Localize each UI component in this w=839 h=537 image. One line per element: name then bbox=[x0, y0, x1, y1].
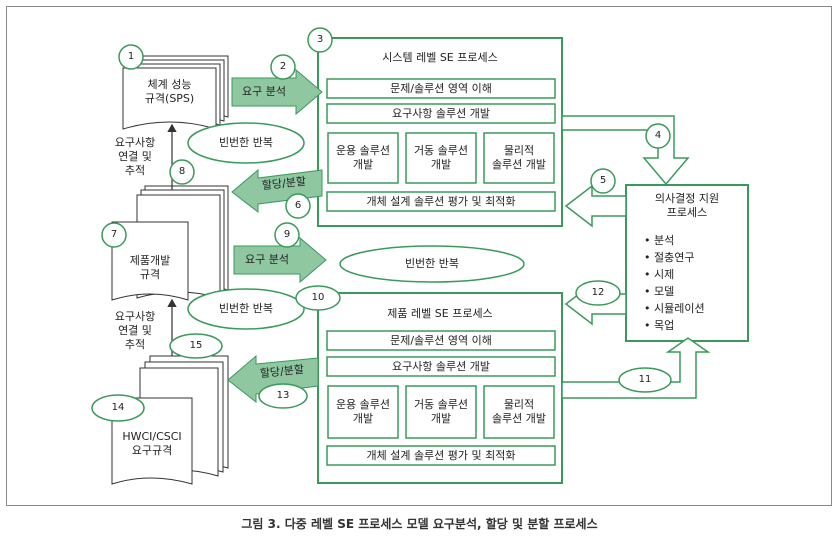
num-oval-12 bbox=[575, 280, 621, 306]
figure-frame bbox=[6, 6, 832, 506]
product-row2-box bbox=[326, 356, 556, 377]
label-num-9: 9 bbox=[283, 229, 291, 240]
trace-text-2: 요구사항 연결 및 추적 bbox=[114, 310, 156, 351]
product-row1: 문제/솔루션 영역 이해 bbox=[390, 334, 492, 347]
num-circle-4 bbox=[645, 123, 671, 149]
iter-label-3: 빈번한 반복 bbox=[218, 302, 274, 315]
iter-ellipse-2 bbox=[339, 245, 525, 283]
sps-document bbox=[122, 55, 229, 130]
product-bottom-box bbox=[326, 445, 556, 466]
flow-arrow-11 bbox=[561, 337, 711, 399]
system-cell-behavior: 거동 솔루션 개발 bbox=[413, 144, 469, 171]
product-cell2-box bbox=[405, 385, 477, 439]
system-row2-box bbox=[326, 103, 556, 124]
num-circle-9 bbox=[274, 222, 300, 248]
num-circle-1 bbox=[118, 44, 144, 70]
label-num-14: 14 bbox=[111, 402, 125, 413]
system-cell-physical: 물리적 솔루션 개발 bbox=[491, 144, 547, 171]
alloc-arrow-2 bbox=[227, 354, 319, 404]
sps-doc-text: 체계 성능 규격(SPS) bbox=[144, 78, 195, 105]
iter-label-1: 빈번한 반복 bbox=[218, 136, 274, 149]
system-cell3-box bbox=[483, 132, 555, 184]
num-oval-10 bbox=[295, 285, 341, 311]
product-cell-ops: 운용 솔루션 개발 bbox=[335, 398, 391, 425]
label-num-10: 10 bbox=[311, 292, 325, 303]
iter-ellipse-1 bbox=[187, 122, 305, 164]
decision-item-analysis: • 분석 bbox=[644, 234, 675, 247]
req-analysis-arrow-1 bbox=[231, 68, 323, 116]
system-row1-box bbox=[326, 78, 556, 99]
label-num-6: 6 bbox=[294, 200, 302, 211]
num-circle-8 bbox=[169, 159, 195, 185]
num-oval-15 bbox=[169, 333, 223, 359]
iter-label-2: 빈번한 반복 bbox=[404, 257, 460, 270]
system-bottom: 개체 설계 솔루션 평가 및 최적화 bbox=[366, 195, 516, 208]
decision-title: 의사결정 지원 프로세스 bbox=[654, 192, 720, 219]
label-num-1: 1 bbox=[127, 51, 135, 62]
trace-text-1: 요구사항 연결 및 추적 bbox=[114, 136, 156, 177]
num-circle-6 bbox=[285, 193, 311, 219]
num-circle-5 bbox=[590, 168, 616, 194]
system-cell2-box bbox=[405, 132, 477, 184]
num-circle-2 bbox=[270, 54, 296, 80]
product-bottom: 개체 설계 솔루션 평가 및 최적화 bbox=[366, 449, 516, 462]
system-row1: 문제/솔루션 영역 이해 bbox=[390, 82, 492, 95]
system-bottom-box bbox=[326, 191, 556, 212]
decision-box bbox=[625, 184, 749, 342]
product-row2: 요구사항 솔루션 개발 bbox=[391, 360, 491, 373]
product-title: 제품 레벨 SE 프로세스 bbox=[387, 307, 493, 320]
decision-item-simulation: • 시뮬레이션 bbox=[644, 302, 705, 315]
num-oval-14 bbox=[91, 394, 145, 422]
product-cell-behavior: 거동 솔루션 개발 bbox=[413, 398, 469, 425]
system-cell-ops: 운용 솔루션 개발 bbox=[335, 144, 391, 171]
label-num-2: 2 bbox=[279, 61, 287, 72]
system-cell1-box bbox=[327, 132, 399, 184]
label-num-15: 15 bbox=[189, 340, 203, 351]
product-spec-document bbox=[111, 185, 229, 301]
iter-ellipse-3 bbox=[187, 288, 305, 330]
flow-arrow-4 bbox=[561, 115, 690, 186]
num-circle-7 bbox=[101, 222, 127, 248]
label-num-8: 8 bbox=[178, 166, 186, 177]
label-num-13: 13 bbox=[276, 390, 290, 401]
product-cell3-box bbox=[483, 385, 555, 439]
label-num-5: 5 bbox=[599, 175, 607, 186]
decision-item-tradeoff: • 절충연구 bbox=[644, 251, 695, 264]
system-title: 시스템 레벨 SE 프로세스 bbox=[382, 51, 498, 64]
decision-item-prototype: • 시제 bbox=[644, 268, 675, 281]
product-cell-physical: 물리적 솔루션 개발 bbox=[491, 398, 547, 425]
product-row1-box bbox=[326, 330, 556, 351]
label-num-3: 3 bbox=[316, 34, 324, 45]
figure-caption: 그림 3. 다중 레벨 SE 프로세스 모델 요구분석, 할당 및 분할 프로세… bbox=[241, 517, 598, 531]
num-oval-11 bbox=[618, 367, 672, 393]
num-oval-13 bbox=[258, 383, 308, 409]
label-num-11: 11 bbox=[638, 374, 652, 385]
product-spec-doc-text: 제품개발 규격 bbox=[129, 254, 171, 281]
req-analysis-label-2: 요구 분석 bbox=[245, 253, 289, 266]
alloc-arrow-1 bbox=[231, 168, 323, 214]
num-circle-3 bbox=[307, 27, 333, 53]
req-analysis-arrow-2 bbox=[233, 236, 327, 284]
label-num-12: 12 bbox=[591, 287, 605, 298]
decision-item-mockup: • 목업 bbox=[644, 319, 675, 332]
flow-arrow-5 bbox=[564, 184, 627, 228]
product-cell1-box bbox=[327, 385, 399, 439]
req-analysis-label-1: 요구 분석 bbox=[242, 85, 286, 98]
decision-item-model: • 모델 bbox=[644, 285, 675, 298]
system-row2: 요구사항 솔루션 개발 bbox=[391, 107, 491, 120]
label-num-7: 7 bbox=[110, 229, 118, 240]
label-num-4: 4 bbox=[654, 130, 662, 141]
hwci-doc-text: HWCI/CSCI 요구규격 bbox=[122, 430, 182, 457]
